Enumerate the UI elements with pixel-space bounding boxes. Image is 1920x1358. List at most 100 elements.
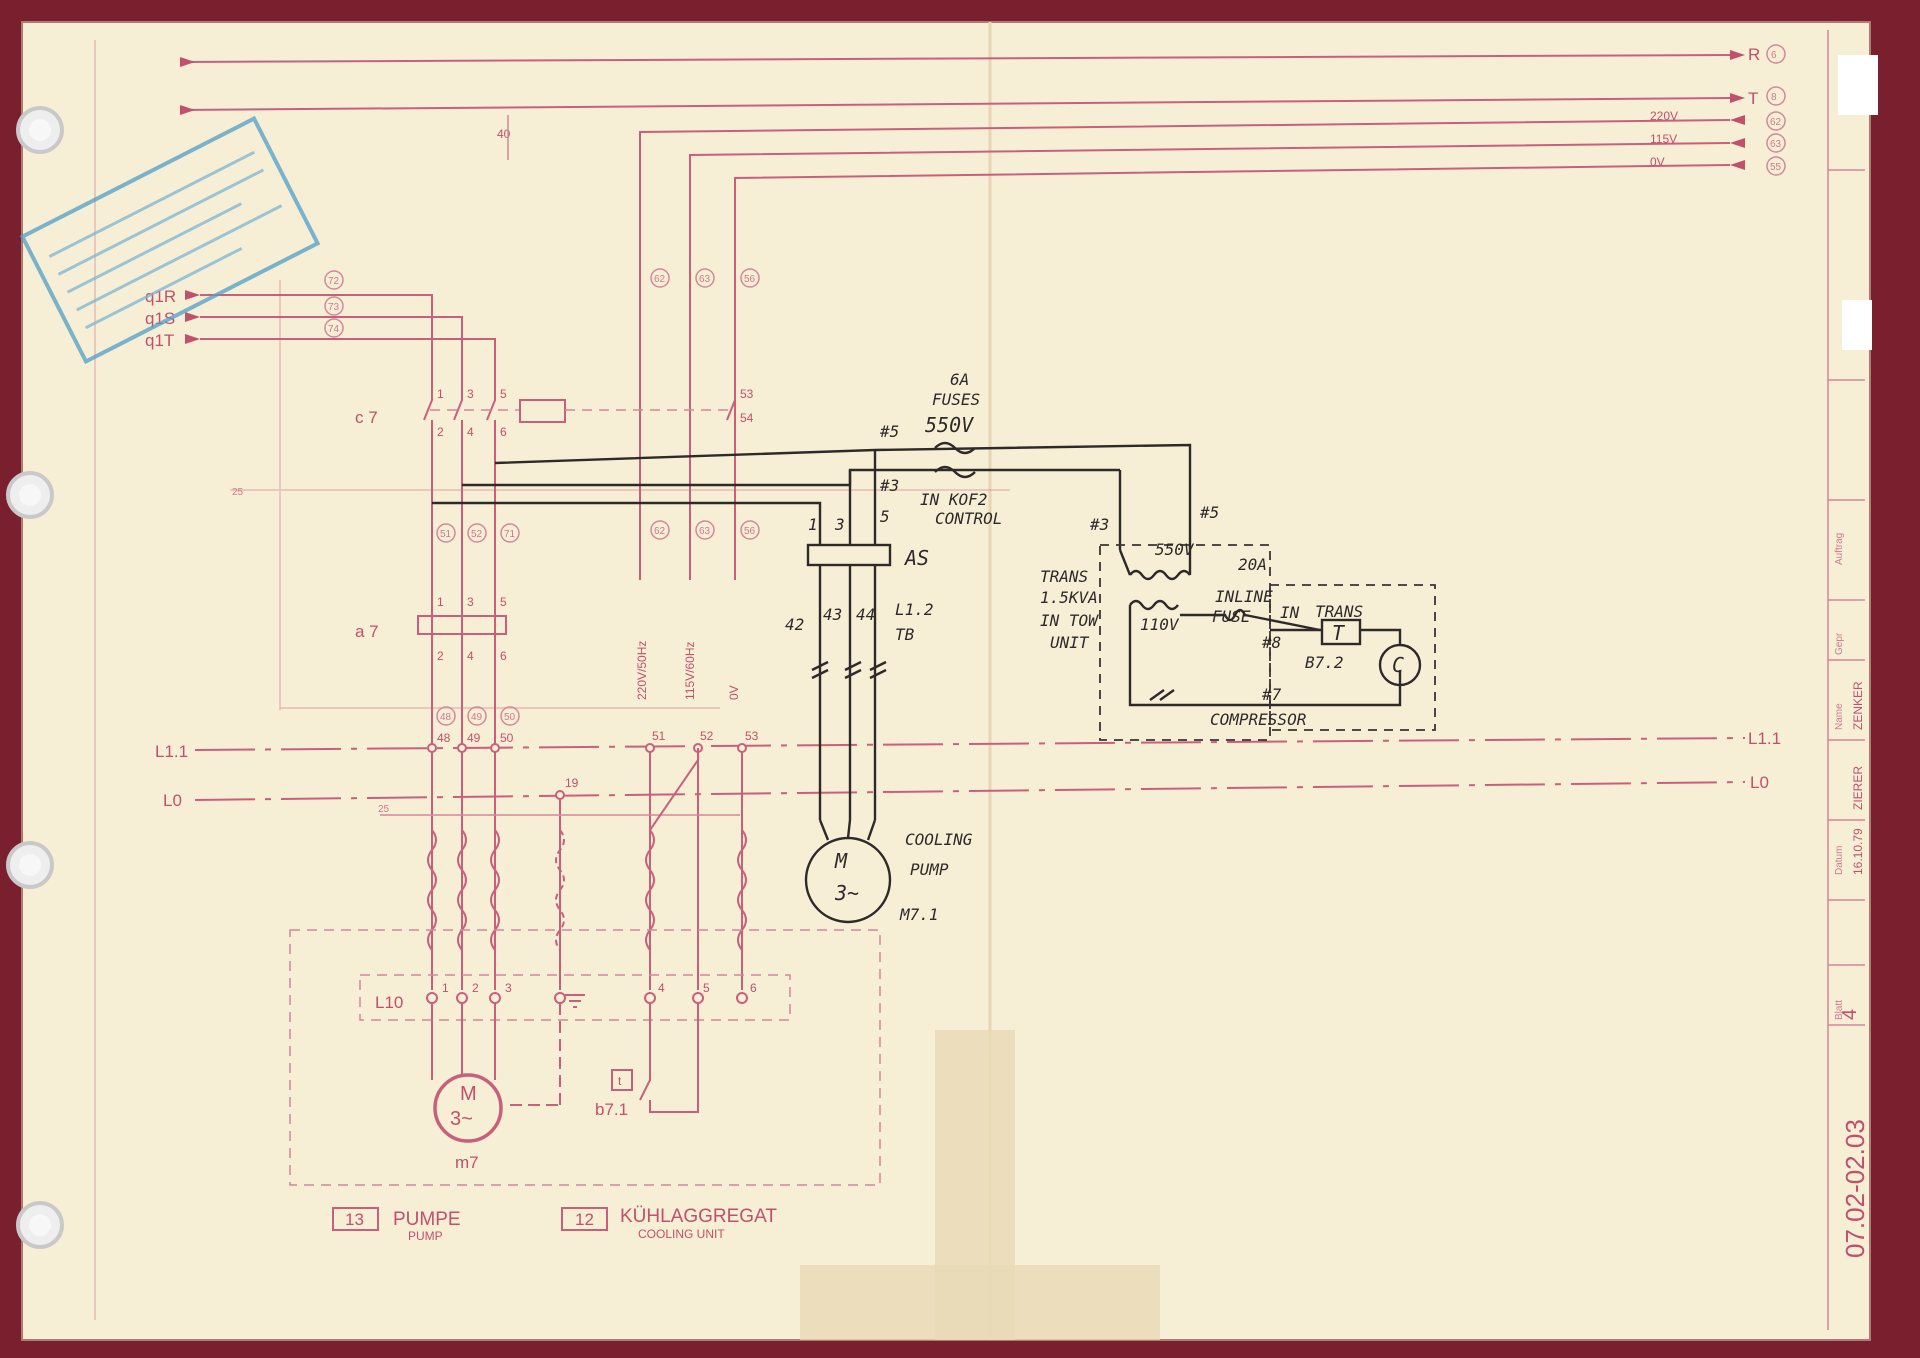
- svg-text:CONTROL: CONTROL: [935, 509, 1002, 528]
- svg-text:3~: 3~: [834, 881, 859, 905]
- svg-text:PUMP: PUMP: [910, 860, 949, 879]
- phase-q1r: q1R: [145, 287, 176, 306]
- phase-q1t: q1T: [145, 331, 174, 350]
- svg-text:c 7: c 7: [355, 408, 378, 427]
- svg-text:3~: 3~: [450, 1108, 473, 1130]
- svg-text:3: 3: [505, 981, 512, 995]
- rail-l11-left: L1.1: [155, 742, 188, 761]
- svg-text:COOLING: COOLING: [905, 830, 973, 849]
- rail-l0-left: L0: [163, 791, 182, 810]
- svg-text:2: 2: [437, 649, 444, 663]
- svg-text:FUSE: FUSE: [1212, 607, 1251, 626]
- svg-text:2: 2: [437, 425, 444, 439]
- label-pumpe: PUMPE: [393, 1209, 461, 1230]
- motor-m71: M7.1: [899, 905, 939, 924]
- svg-text:IN: IN: [1280, 603, 1300, 622]
- svg-text:#8: #8: [1261, 633, 1281, 652]
- svg-text:56: 56: [744, 526, 756, 537]
- svg-text:L1.2: L1.2: [895, 600, 934, 619]
- rail-l0-right: L0: [1750, 773, 1769, 792]
- svg-text:T: T: [1332, 621, 1346, 645]
- svg-text:5: 5: [880, 507, 890, 526]
- contactor-c7: c 7 1 3 5 2 4 6 53 54: [355, 387, 754, 580]
- svg-text:1.5KVA: 1.5KVA: [1040, 588, 1098, 607]
- svg-text:C: C: [1392, 653, 1404, 677]
- svg-text:55: 55: [1770, 162, 1782, 173]
- svg-text:IN TOW: IN TOW: [1040, 611, 1099, 630]
- svg-text:44: 44: [856, 605, 875, 624]
- svg-text:5: 5: [703, 981, 710, 995]
- svg-text:6: 6: [500, 425, 507, 439]
- label-115v-60hz: 115V/60Hz: [683, 642, 697, 700]
- svg-text:5: 5: [500, 387, 507, 401]
- svg-text:53: 53: [740, 387, 754, 401]
- svg-text:62: 62: [654, 274, 666, 285]
- svg-text:12: 12: [575, 1210, 594, 1229]
- svg-text:50: 50: [504, 712, 516, 723]
- svg-text:550V: 550V: [1155, 540, 1195, 559]
- svg-text:t: t: [618, 1074, 622, 1088]
- svg-text:6: 6: [500, 649, 507, 663]
- phase-q1s: q1S: [145, 309, 175, 328]
- handwritten-additions: M 3~ COOLING PUMP M7.1 6A FUSES 550V #5 …: [432, 370, 1436, 924]
- svg-text:COOLING UNIT: COOLING UNIT: [638, 1227, 725, 1241]
- svg-text:1: 1: [437, 595, 444, 609]
- svg-text:52: 52: [700, 729, 714, 743]
- phase-inputs: q1R q1S q1T 72 73 74: [145, 270, 496, 390]
- svg-text:8: 8: [1771, 92, 1777, 103]
- svg-text:a 7: a 7: [355, 622, 379, 641]
- cooling-unit-enclosure: L10 1 2 3 4 5 6 M 3~ m7 t b7.1: [289, 929, 881, 1186]
- svg-text:48: 48: [440, 712, 452, 723]
- switch-b71: b7.1: [595, 1100, 628, 1119]
- voltage-115: 115V: [1650, 132, 1677, 146]
- svg-text:3: 3: [467, 595, 474, 609]
- svg-text:74: 74: [328, 324, 340, 335]
- svg-text:Auftrag: Auftrag: [1834, 533, 1845, 565]
- name-zenker: ZENKER: [1851, 681, 1865, 730]
- svg-text:#7: #7: [1261, 685, 1282, 704]
- compressor-symbol: [1378, 643, 1422, 687]
- svg-text:550V: 550V: [925, 413, 974, 437]
- svg-text:49: 49: [467, 731, 481, 745]
- svg-text:49: 49: [471, 712, 483, 723]
- sheet-number: 4: [1839, 1009, 1861, 1020]
- binder-holes: [6, 106, 64, 1249]
- svg-text:5: 5: [500, 595, 507, 609]
- svg-text:51: 51: [440, 529, 452, 540]
- svg-text:M: M: [460, 1083, 477, 1105]
- footer-labels: 13 PUMPE PUMP 12 KÜHLAGGREGAT COOLING UN…: [332, 1206, 777, 1243]
- svg-text:1: 1: [442, 981, 449, 995]
- wire-numbers: 51 52 71 62 63 56 62 63 56 48 49 50 48 4…: [232, 268, 760, 815]
- date: 16.10.79: [1851, 828, 1865, 875]
- svg-text:20A: 20A: [1238, 555, 1267, 574]
- svg-text:3: 3: [834, 515, 845, 534]
- svg-text:56: 56: [744, 274, 756, 285]
- bus-label-t: T: [1748, 89, 1758, 108]
- svg-text:71: 71: [504, 529, 516, 540]
- label-0v: 0V: [727, 685, 741, 700]
- terminal-l10: L10: [375, 993, 403, 1012]
- svg-text:51: 51: [652, 729, 666, 743]
- label-as: AS: [903, 546, 929, 570]
- svg-text:TB: TB: [895, 625, 915, 644]
- label-kuhlaggregat: KÜHLAGGREGAT: [620, 1206, 777, 1227]
- svg-text:52: 52: [471, 529, 483, 540]
- title-block: 07.02-02.03 4 16.10.79 ZIERER ZENKER Bla…: [1827, 30, 1878, 1330]
- svg-text:62: 62: [654, 526, 666, 537]
- stamp: [19, 115, 321, 365]
- voltage-220: 220V: [1650, 109, 1678, 123]
- svg-text:42: 42: [785, 615, 804, 634]
- pump-motor-m7: [433, 1073, 503, 1143]
- svg-text:1: 1: [437, 387, 444, 401]
- svg-text:43: 43: [823, 605, 842, 624]
- svg-text:13: 13: [345, 1210, 364, 1229]
- svg-text:PUMP: PUMP: [408, 1229, 443, 1243]
- svg-text:63: 63: [699, 274, 711, 285]
- label-compressor: COMPRESSOR: [1210, 710, 1306, 729]
- svg-text:#5: #5: [1199, 503, 1219, 522]
- svg-text:73: 73: [328, 302, 340, 313]
- name-zierer: ZIERER: [1851, 766, 1865, 810]
- svg-text:2: 2: [472, 981, 479, 995]
- svg-text:UNIT: UNIT: [1050, 633, 1090, 652]
